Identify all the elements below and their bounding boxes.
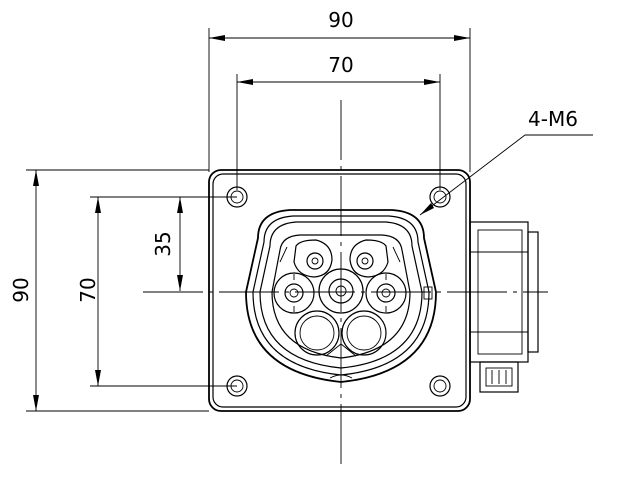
side-cable-housing	[469, 221, 539, 393]
pin-pp	[349, 239, 389, 278]
pin-right	[365, 272, 407, 314]
dim-top-inner: 70	[236, 53, 441, 190]
dim-left-outer: 90	[9, 169, 209, 412]
dim-left-outer-label: 90	[9, 277, 33, 302]
mounting-hole-top-right	[429, 186, 451, 208]
dim-top-outer-label: 90	[328, 8, 353, 32]
callout-4-m6: 4-M6	[419, 107, 593, 216]
mounting-hole-top-left	[226, 186, 248, 208]
dim-top-outer: 90	[208, 8, 471, 172]
dim-left-inner: 70	[76, 196, 237, 387]
callout-label: 4-M6	[528, 107, 578, 131]
dim-left-half-label: 35	[151, 231, 175, 256]
dim-top-inner-label: 70	[328, 53, 353, 77]
socket-face	[245, 209, 437, 383]
pin-left	[273, 272, 315, 314]
pin-bottom-right	[341, 310, 387, 356]
pin-bottom-left	[294, 310, 340, 356]
pin-cp	[293, 239, 333, 278]
mounting-holes	[226, 186, 451, 397]
mounting-hole-bottom-right	[429, 375, 451, 397]
mounting-hole-bottom-left	[226, 375, 248, 397]
dim-left-half: 35	[151, 197, 183, 291]
pin-center	[318, 268, 364, 314]
dim-left-inner-label: 70	[76, 277, 100, 302]
